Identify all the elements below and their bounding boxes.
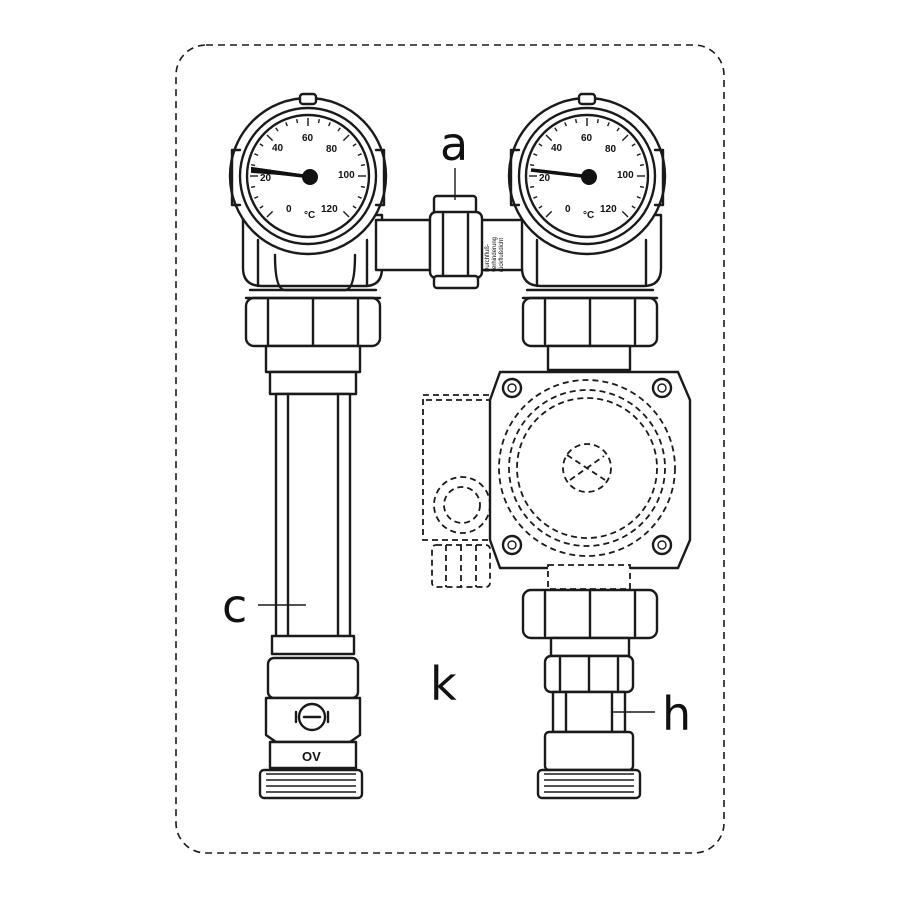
callout-a: a: [440, 117, 468, 200]
gauge-tick-mark: [360, 163, 366, 167]
valve-marking: OV: [302, 749, 321, 764]
gauge-tick-mark: [621, 210, 629, 218]
gauge-tick-mark: [259, 205, 264, 209]
left-gauge-unit: °C: [304, 210, 315, 221]
gauge-tick-mark: [342, 134, 350, 142]
check-valve-marking-3: rückflußdicht: [499, 238, 505, 272]
gauge-tick-mark: [639, 185, 645, 189]
left-gauge-tick-60: 60: [302, 133, 314, 144]
callout-h: h: [612, 687, 691, 741]
gauge-tick-mark: [357, 153, 362, 156]
callout-k-label: k: [430, 657, 457, 711]
gauge-tick-mark: [250, 163, 256, 167]
gauge-tick-mark: [337, 127, 341, 132]
gauge-tick-mark: [529, 163, 535, 167]
gauge-tick-mark: [607, 122, 610, 127]
right-lower-fittings: [521, 588, 659, 800]
gauge-tick-mark: [631, 143, 636, 147]
callout-h-label: h: [662, 687, 691, 741]
gauge-tick-mark: [538, 205, 543, 209]
right-gauge-tick-40: 40: [551, 143, 563, 154]
right-gauge-tick-120: 120: [600, 204, 617, 215]
gauge-tick-mark: [636, 153, 641, 156]
gauge-tick-mark: [266, 210, 274, 218]
gauge-tick-mark: [545, 134, 553, 142]
check-valve-marking: Durchfluß-: [485, 244, 491, 272]
gauge-tick-mark: [295, 118, 299, 124]
callout-a-label: a: [440, 117, 468, 171]
check-valve-marking-2: verhinderung: [492, 237, 498, 272]
left-gauge-scale: 0 20 40 60 80 100 120 °C: [260, 133, 355, 221]
gauge-tick-mark: [639, 163, 645, 167]
gauge-tick-mark: [360, 185, 366, 189]
right-gauge-tick-80: 80: [605, 144, 617, 155]
gauge-tick-mark: [328, 122, 331, 127]
gauge-tick-mark: [357, 196, 362, 199]
left-gauge-tick-20: 20: [260, 173, 272, 184]
gauge-tick-mark: [596, 118, 600, 124]
callout-k: k: [430, 657, 457, 711]
gauge-tick-mark: [352, 143, 357, 147]
gauge-tick-mark: [621, 134, 629, 142]
gauge-tick-mark: [631, 205, 636, 209]
pump-assembly: [422, 370, 692, 590]
gauge-tick-mark: [545, 210, 553, 218]
gauge-tick-mark: [616, 127, 620, 132]
gauge-tick-mark: [266, 134, 274, 142]
gauge-tick-mark: [574, 118, 578, 124]
gauge-tick-mark: [554, 127, 558, 132]
right-gauge-assembly: 0 20 40 60 80 100 120 °C: [507, 92, 667, 372]
left-gauge-tick-40: 40: [272, 143, 284, 154]
right-gauge-tick-60: 60: [581, 133, 593, 144]
callout-c: c: [222, 579, 306, 633]
callout-c-label: c: [222, 579, 247, 633]
right-gauge-tick-100: 100: [617, 170, 634, 181]
gauge-tick-mark: [352, 205, 357, 209]
gauge-tick-mark: [538, 143, 543, 147]
right-gauge-tick-20: 20: [539, 173, 551, 184]
gauge-tick-mark: [275, 127, 279, 132]
dashed-frame: [175, 44, 725, 854]
right-gauge-unit: °C: [583, 210, 594, 221]
left-gauge-tick-0: 0: [286, 204, 292, 215]
right-gauge-scale: 0 20 40 60 80 100 120 °C: [539, 133, 634, 221]
gauge-tick-mark: [259, 143, 264, 147]
left-gauge-tick-120: 120: [321, 204, 338, 215]
gauge-tick-mark: [533, 196, 538, 199]
left-gauge-assembly: 0 20 40 60 80 100 120 °C: [228, 92, 388, 800]
gauge-tick-mark: [254, 196, 259, 199]
gauge-tick-mark: [254, 153, 259, 156]
gauge-tick-mark: [317, 118, 321, 124]
gauge-tick-mark: [564, 122, 567, 127]
check-valve-assembly: Durchfluß- verhinderung rückflußdicht: [374, 194, 542, 290]
right-gauge-needle: [530, 168, 592, 179]
gauge-tick-mark: [529, 185, 535, 189]
gauge-tick-mark: [250, 185, 256, 189]
left-gauge-tick-100: 100: [338, 170, 355, 181]
right-gauge-tick-marks: [529, 118, 645, 218]
gauge-tick-mark: [533, 153, 538, 156]
gauge-tick-mark: [285, 122, 288, 127]
left-gauge-tick-80: 80: [326, 144, 338, 155]
gauge-tick-mark: [636, 196, 641, 199]
left-gauge-tick-marks: [250, 118, 366, 218]
right-gauge-tick-0: 0: [565, 204, 571, 215]
gauge-tick-mark: [342, 210, 350, 218]
